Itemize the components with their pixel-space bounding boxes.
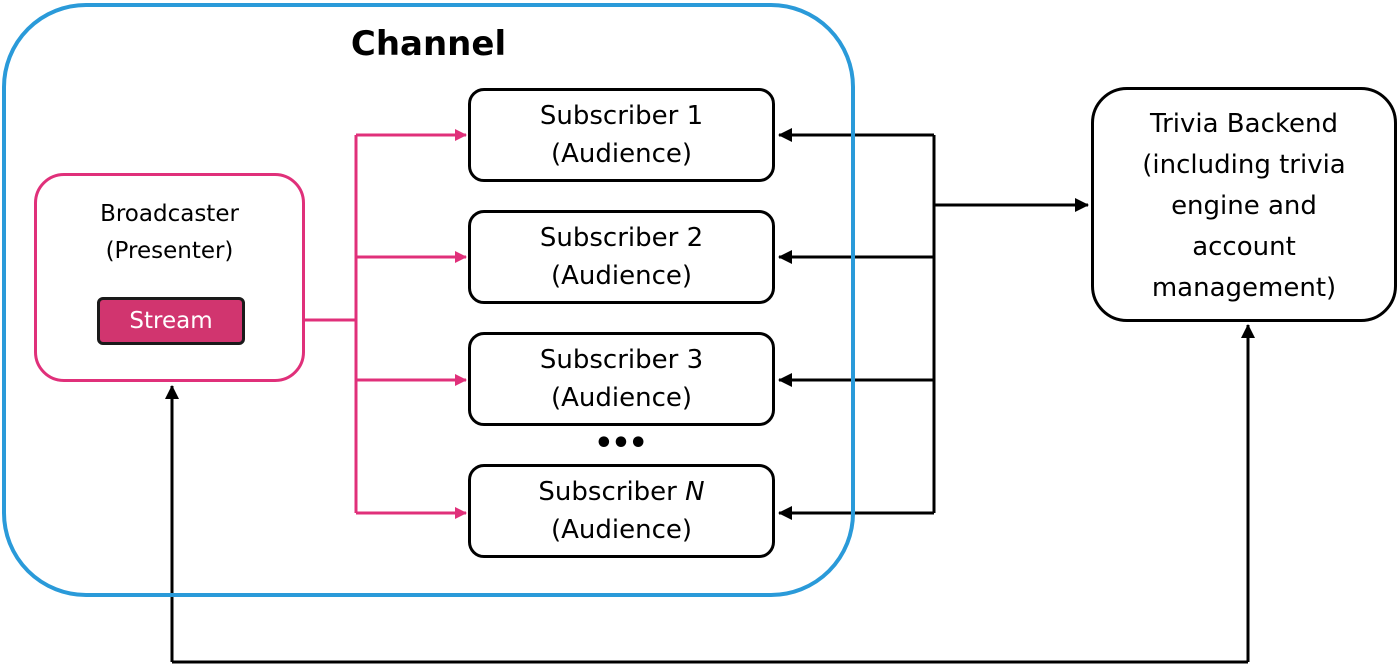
subscriber-name: Subscriber 1	[539, 101, 704, 131]
backend-link-lines	[165, 128, 1255, 664]
trivia-backend-box: Trivia Backend (including trivia engine …	[1091, 87, 1397, 322]
backend-line: Trivia Backend	[1150, 109, 1338, 139]
backend-line: engine and	[1171, 191, 1317, 221]
backend-line: (including trivia	[1142, 150, 1346, 180]
subscriber-name: Subscriber N	[538, 477, 705, 507]
backend-line: management)	[1151, 273, 1337, 303]
backend-line: account	[1192, 232, 1296, 262]
stream-button[interactable]: Stream	[97, 297, 245, 345]
broadcaster-box: Broadcaster (Presenter) Stream	[34, 173, 305, 382]
subscriber-box-1: Subscriber 1 (Audience)	[468, 88, 775, 182]
subscriber-role: (Audience)	[550, 139, 693, 169]
subscriber-box-2: Subscriber 2 (Audience)	[468, 210, 775, 304]
subscriber-role: (Audience)	[550, 515, 693, 545]
more-subscribers-ellipsis: •••	[594, 426, 648, 461]
broadcaster-label: Broadcaster (Presenter)	[100, 201, 239, 264]
channel-title: Channel	[350, 24, 507, 64]
subscriber-role: (Audience)	[550, 383, 693, 413]
channel-container	[2, 3, 855, 597]
subscriber-box-n: Subscriber N (Audience)	[468, 464, 775, 558]
subscriber-role: (Audience)	[550, 261, 693, 291]
subscriber-box-3: Subscriber 3 (Audience)	[468, 332, 775, 426]
stream-fanout-lines	[243, 129, 467, 519]
subscriber-name: Subscriber 2	[539, 223, 704, 253]
subscriber-name: Subscriber 3	[539, 345, 704, 375]
